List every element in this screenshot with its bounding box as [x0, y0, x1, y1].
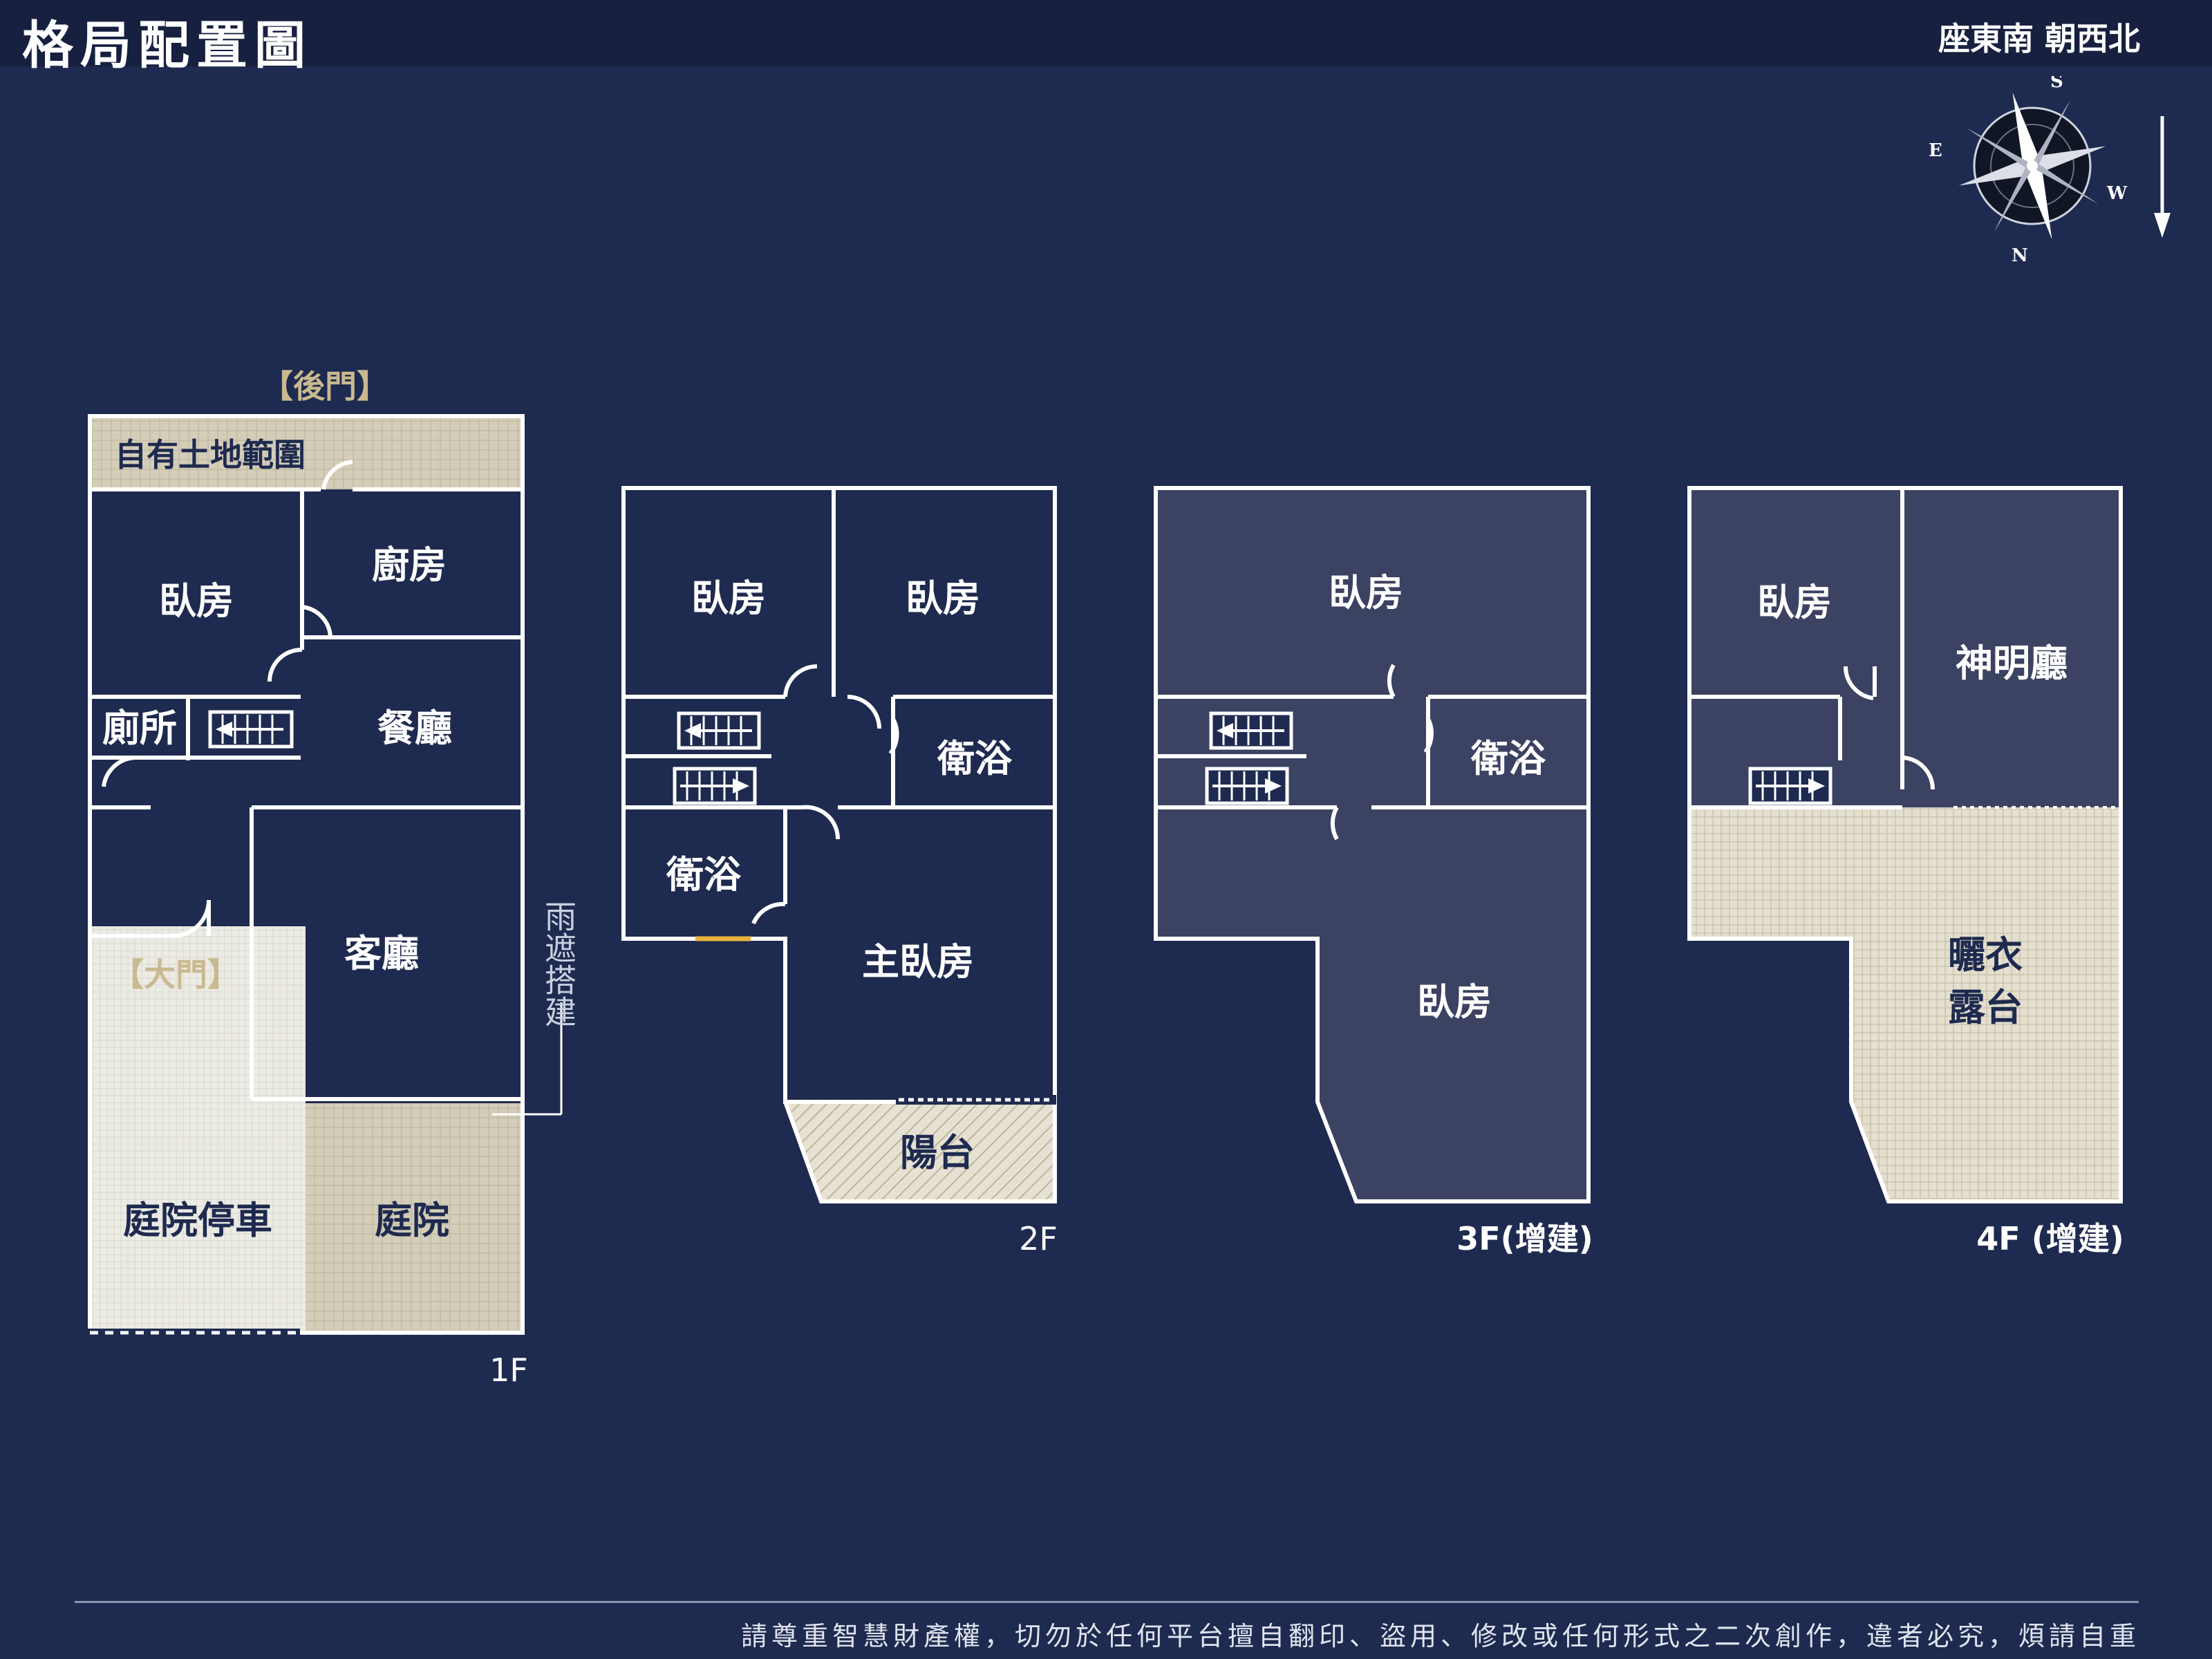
room-living: 客廳: [344, 932, 419, 975]
rain-shelter-label: 雨遮搭建: [540, 900, 577, 1027]
room-master-bedroom: 主臥房: [862, 940, 974, 984]
stair-3f-lower: [1205, 767, 1289, 805]
balcony-label: 陽台: [900, 1131, 975, 1174]
courtyard-parking-label: 庭院停車: [123, 1199, 272, 1242]
compass-s-label: S: [2050, 76, 2063, 92]
back-door-label: 【後門】: [261, 368, 388, 405]
stair-4f: [1748, 767, 1833, 805]
room-bedroom-1f: 臥房: [159, 579, 234, 623]
page-title: 格局配置圖: [22, 16, 312, 75]
compass-e-label: E: [1929, 140, 1942, 161]
compass-ring: [1990, 124, 2074, 208]
room-bedroom-2f-b: 臥房: [906, 577, 980, 620]
floor-4f: 臥房 神明廳 曬衣 露台 4F (增建): [1687, 486, 2124, 1257]
floor-label-2f: 2F: [1019, 1220, 1058, 1257]
copyright-note: 請尊重智慧財產權，切勿於任何平台擅自翻印、盜用、修改或任何形式之二次創作，違者必…: [740, 1621, 2140, 1651]
compass-icon: S N E W: [1929, 76, 2128, 266]
room-bedroom-4f: 臥房: [1757, 581, 1832, 624]
compass-n-label: N: [2012, 245, 2028, 266]
courtyard-label: 庭院: [375, 1199, 449, 1242]
stair-3f-upper: [1209, 711, 1293, 750]
stair-2f-upper: [677, 711, 761, 750]
orientation-text: 座東南 朝西北: [1938, 20, 2140, 57]
compass-w-label: W: [2106, 183, 2128, 204]
room-kitchen: 廚房: [372, 543, 447, 587]
courtyard-area: [306, 1103, 523, 1333]
footer-divider: [75, 1601, 2139, 1603]
floor-1f: 【後門】: [86, 368, 577, 1389]
floor-4f-indoor: [1689, 488, 2121, 807]
floor-3f: 臥房 衛浴 臥房 3F(增建): [1154, 486, 1593, 1257]
room-shrine-hall: 神明廳: [1956, 641, 2068, 685]
land-boundary-label: 自有土地範圍: [115, 436, 306, 474]
drying-terrace-area: [1689, 807, 2121, 1201]
room-dining: 餐廳: [377, 706, 452, 750]
main-door-label: 【大門】: [112, 956, 239, 993]
room-bath-2f-a: 衛浴: [937, 737, 1013, 780]
room-toilet: 廁所: [102, 706, 177, 750]
floor-label-3f: 3F(增建): [1456, 1220, 1593, 1257]
floor-2f: 臥房 臥房 衛浴 衛浴 主臥房 陽台 2F: [621, 486, 1058, 1257]
stair-1f: [208, 710, 294, 749]
header-bar: 格局配置圖 座東南 朝西北: [0, 0, 2212, 75]
room-bedroom-3f-bottom: 臥房: [1417, 980, 1492, 1024]
room-bath-3f: 衛浴: [1470, 737, 1546, 780]
room-bedroom-3f-top: 臥房: [1329, 571, 1403, 615]
floor-label-4f: 4F (增建): [1976, 1220, 2124, 1257]
terrace-label-line2: 露台: [1948, 986, 2023, 1029]
down-arrow-icon: [2154, 116, 2171, 238]
room-bath-2f-b: 衛浴: [666, 853, 742, 897]
terrace-label-line1: 曬衣: [1948, 933, 2023, 977]
parking-area: [90, 926, 306, 1333]
balcony-area: [785, 1102, 1055, 1201]
floor-label-1f: 1F: [489, 1351, 528, 1389]
room-bedroom-2f-a: 臥房: [691, 577, 766, 620]
floor-3f-outline: [1154, 486, 1591, 1203]
stair-2f-lower: [673, 767, 757, 805]
land-boundary-area: [90, 416, 523, 489]
compass-star: [1958, 92, 2106, 240]
